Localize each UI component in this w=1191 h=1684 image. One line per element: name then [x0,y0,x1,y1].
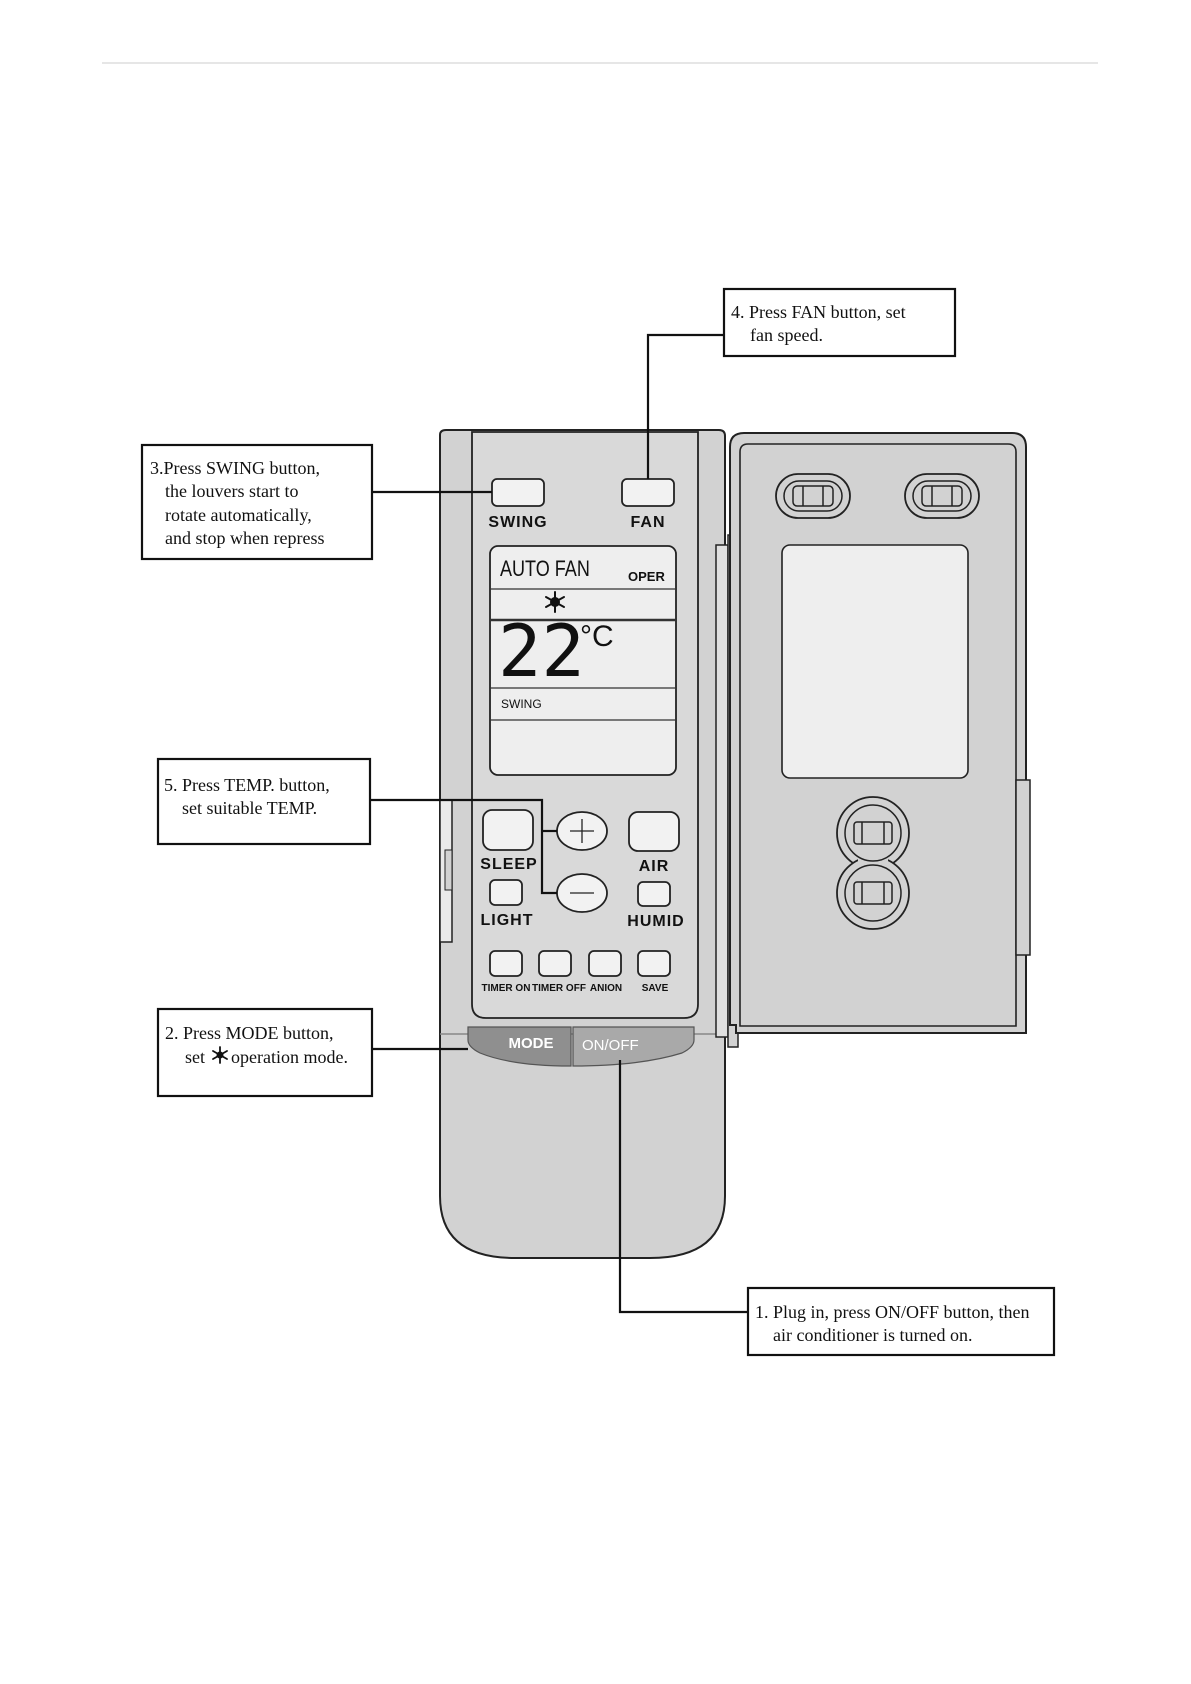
callout-step2-line2-suffix: operation mode. [231,1047,348,1067]
lid-window [781,544,969,779]
fan-button[interactable] [621,478,675,507]
anion-button-label: ANION [590,983,622,994]
lid-knob [836,796,910,930]
lcd-oper-text: OPER [628,569,665,584]
lcd-swing-text: SWING [501,697,542,711]
plus-icon [570,819,594,843]
callout-step2-line1: 2. Press MODE button, [165,1023,334,1043]
lid-right-tab [1015,779,1031,956]
callout-step3-line3: rotate automatically, [165,505,312,525]
callout-step2: 2. Press MODE button, set operation mode… [156,1007,374,1098]
lcd-temperature: 22 [498,609,585,693]
humid-button[interactable] [637,881,671,907]
sleep-button[interactable] [482,809,534,851]
swing-button-label: SWING [488,514,547,531]
anion-button[interactable] [588,950,622,977]
remote-lid-inner [739,443,1017,1027]
callout-step2-line2-prefix: set [185,1047,205,1067]
leader-line-step4 [646,333,724,479]
callout-step3: 3.Press SWING button, the louvers start … [140,443,374,561]
callout-step3-line4: and stop when repress [165,528,324,548]
snowflake-icon [545,591,565,613]
fan-button-label: FAN [631,514,666,531]
timer-on-button[interactable] [489,950,523,977]
sleep-button-label: SLEEP [480,856,537,873]
callout-step5-line1: 5. Press TEMP. button, [164,775,330,795]
callout-step4-line1: 4. Press FAN button, set [731,302,906,322]
light-button[interactable] [489,879,523,906]
air-button-label: AIR [639,858,670,875]
callout-step5: 5. Press TEMP. button, set suitable TEMP… [156,757,372,846]
timer-off-button-label: TIMER OFF [532,983,586,994]
save-button-label: SAVE [642,983,669,994]
timer-on-button-label: TIMER ON [482,983,531,994]
lcd-unit: °C [580,620,614,653]
onoff-button-label: ON/OFF [582,1037,639,1054]
swing-button[interactable] [491,478,545,507]
mode-button-label: MODE [509,1035,554,1052]
callout-step1-line2: air conditioner is turned on. [773,1325,972,1345]
callout-step1-line1: 1. Plug in, press ON/OFF button, then [755,1302,1030,1322]
mode-button[interactable] [467,1026,572,1067]
light-button-label: LIGHT [481,912,534,929]
onoff-button[interactable] [572,1026,695,1067]
callout-step1: 1. Plug in, press ON/OFF button, then ai… [746,1286,1056,1357]
save-button[interactable] [637,950,671,977]
leader-line-step1 [618,1060,748,1314]
callout-step4-line2: fan speed. [750,325,823,345]
lcd-mode-text: AUTO FAN [500,557,590,581]
humid-button-label: HUMID [627,913,684,930]
left-side-tab-notch [444,849,453,891]
lid-clip-right [904,473,980,519]
callout-step3-line2: the louvers start to [165,481,298,501]
air-button[interactable] [628,811,680,852]
callout-step3-line1: 3.Press SWING button, [150,458,320,478]
callout-step5-line2: set suitable TEMP. [182,798,317,818]
timer-off-button[interactable] [538,950,572,977]
lid-clip-left [775,473,851,519]
callout-step4: 4. Press FAN button, set fan speed. [722,287,957,358]
leader-line-step5 [370,798,557,895]
snowflake-icon [212,1046,228,1064]
hinge-outer [715,544,729,1038]
lcd-screen [489,545,677,776]
